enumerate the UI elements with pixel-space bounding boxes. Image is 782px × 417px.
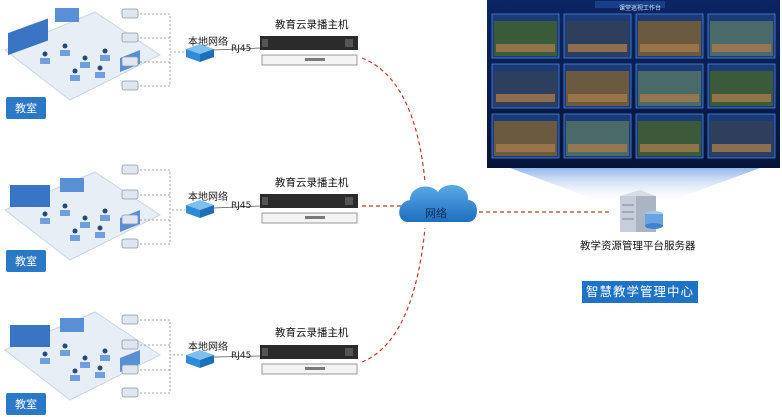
switch-icon (186, 350, 214, 368)
cloud-label: 网络 (425, 207, 447, 220)
local-network-label: 本地网络 (188, 192, 228, 203)
rj45-label: RJ45 (231, 44, 252, 54)
feed-desks (568, 44, 627, 52)
host-title: 教育云录播主机 (275, 19, 349, 31)
camera-icons (121, 8, 139, 398)
switch-icon (186, 200, 214, 218)
recording-host-1 (260, 36, 358, 66)
video-wall-tiles (491, 13, 776, 159)
feed-desks (712, 94, 771, 102)
wan-links (361, 57, 612, 363)
recording-host-3 (260, 345, 358, 375)
feed-desks (712, 144, 771, 152)
host-title: 教育云录播主机 (275, 177, 349, 189)
center-label: 智慧教学管理中心 (582, 281, 698, 303)
wall-beam (510, 168, 760, 205)
classroom-label: 教室 (6, 250, 46, 272)
classroom-label: 教室 (6, 97, 46, 119)
feed-desks (496, 44, 555, 52)
classroom-3 (4, 311, 161, 401)
feed-desks (640, 94, 699, 102)
rj45-label: RJ45 (231, 201, 252, 211)
server-label: 教学资源管理平台服务器 (580, 240, 696, 252)
feed-desks (496, 94, 555, 102)
server-icon (620, 190, 663, 232)
video-wall-title: 课堂巡视工作台 (618, 5, 661, 12)
rj45-label: RJ45 (231, 351, 252, 361)
classroom-2 (4, 171, 161, 261)
camera-links (140, 13, 185, 394)
feed-desks (640, 44, 699, 52)
feed-desks (568, 94, 627, 102)
feed-desks (568, 144, 627, 152)
local-network-label: 本地网络 (188, 37, 228, 48)
feed-desks (496, 144, 555, 152)
switch-icon (186, 44, 214, 62)
cloud-icon (399, 185, 477, 222)
video-wall-title-bar (595, 1, 665, 8)
switch-host-links (213, 47, 261, 358)
local-network-label: 本地网络 (188, 342, 228, 353)
host-title: 教育云录播主机 (275, 327, 349, 339)
feed-desks (712, 44, 771, 52)
recording-host-2 (260, 194, 358, 224)
classroom-label: 教室 (6, 393, 46, 415)
feed-desks (640, 144, 699, 152)
